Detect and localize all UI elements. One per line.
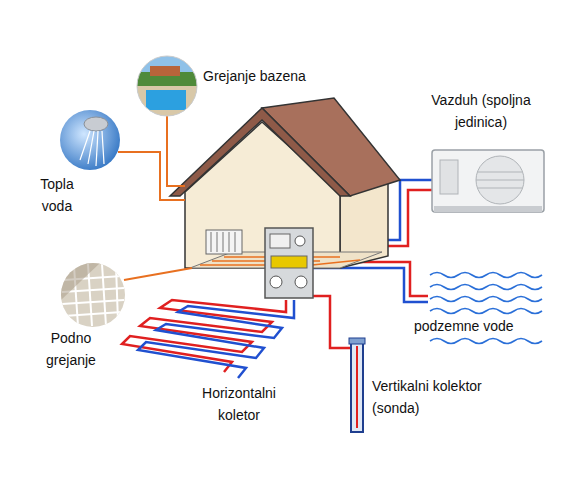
heat-pump-unit-part (270, 276, 282, 288)
shower-icon-part-part (80, 131, 90, 160)
outdoor-unit-part (478, 188, 522, 189)
house-part-part (235, 232, 236, 252)
floor-heating-icon-part (61, 263, 100, 300)
water-waves-part (430, 297, 542, 302)
pool-icon-rim (137, 56, 197, 116)
shower-icon-part (60, 110, 120, 170)
pool-icon-part (150, 66, 180, 76)
label-text: Horizontalni koletor (186, 382, 292, 426)
house-part-part (229, 232, 230, 252)
horizontal-collector (122, 300, 294, 378)
water-waves-part (430, 309, 542, 314)
hot-water-pipes (118, 116, 192, 280)
hot-water-pipes-part (118, 152, 185, 200)
shower-icon-part (84, 117, 108, 131)
house-part-part (223, 232, 224, 252)
label-text: Vazduh (spoljna jedinica) (406, 89, 556, 133)
vertical-collector-part (356, 346, 358, 428)
floor-heating-icon (61, 263, 125, 327)
house-part (211, 232, 235, 252)
pool-icon-part (146, 90, 186, 110)
floor-heating-icon-part (61, 263, 125, 327)
heat-pump-unit-part (295, 276, 307, 288)
hot-water-pipes-part (124, 268, 192, 280)
outdoor-unit (432, 150, 544, 212)
label-text: podzemne vode (412, 315, 516, 337)
outdoor-unit-part (440, 160, 458, 194)
heat-pump-unit (265, 228, 313, 298)
heat-pump-unit-part (271, 256, 307, 268)
pool-icon-part (137, 86, 197, 116)
vertical-collector-part (306, 296, 352, 348)
water-waves-part (430, 339, 542, 344)
house-part-part (217, 232, 218, 252)
floor-heating-icon-part (62, 264, 124, 326)
vertical-collector-part (351, 342, 363, 432)
outdoor-unit-part (476, 180, 524, 181)
outdoor-unit-part (434, 206, 542, 212)
shower-icon-part-part (96, 131, 98, 166)
label-text: Podno grejanje (36, 327, 106, 371)
outdoor-unit-part (432, 150, 544, 212)
label-text: Topla voda (28, 173, 86, 217)
label-text: Vertikalni kolektor (sonda) (372, 375, 514, 419)
vertical-collector-part (349, 338, 365, 344)
house-part-part (312, 260, 360, 265)
pool-icon-part (137, 56, 197, 116)
heat-pump-unit-part (295, 236, 305, 246)
house-part-part (211, 232, 212, 252)
shower-icon-part-part (88, 131, 94, 164)
house (170, 98, 400, 268)
pool-icon (137, 56, 197, 116)
water-pipes-part (312, 268, 428, 302)
hot-water-pipes-part (167, 116, 185, 186)
outdoor-unit-part (478, 172, 522, 173)
outdoor-unit-part (476, 156, 524, 204)
water-waves-part (430, 285, 542, 290)
house-part (206, 230, 242, 254)
shower-icon (60, 110, 120, 170)
heat-pump-unit-part (265, 228, 313, 298)
horizontal-collector-part (138, 300, 294, 378)
shower-icon-part (80, 131, 104, 166)
house-part (170, 108, 350, 196)
heat-pump-unit-part (270, 234, 290, 248)
water-waves-part (430, 273, 542, 278)
vertical-collector (306, 296, 365, 432)
label-text: Grejanje bazena (203, 65, 333, 87)
shower-icon-part-part (102, 131, 104, 164)
